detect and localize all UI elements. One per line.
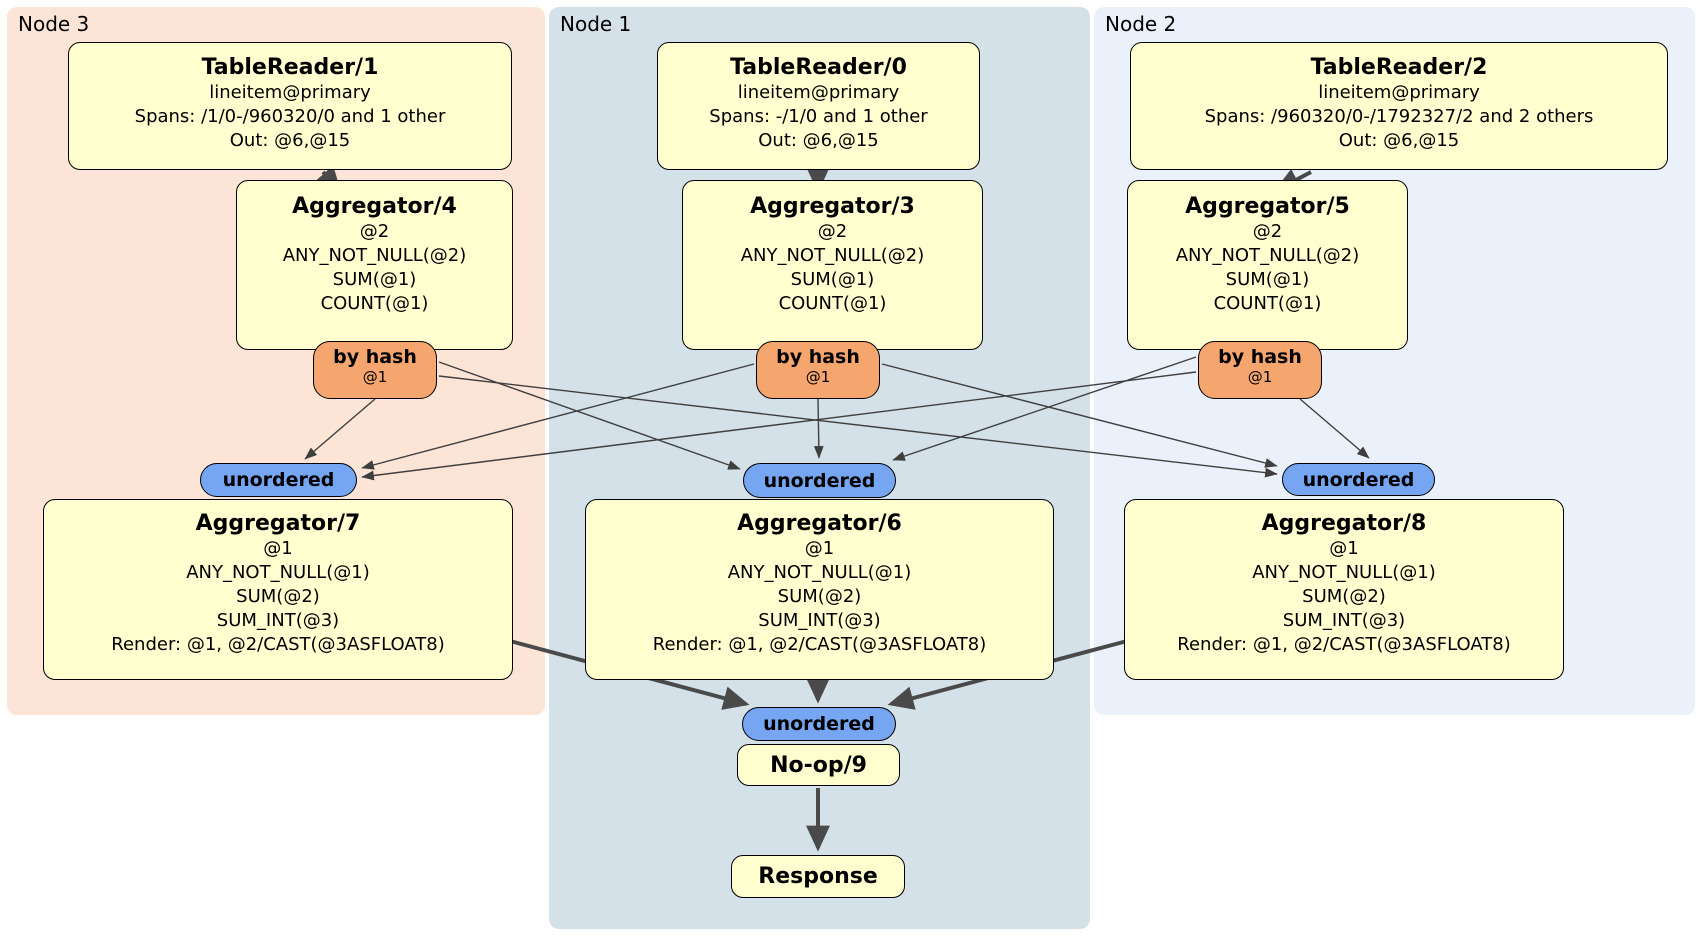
processor-detail: Render: @1, @2/CAST(@3ASFLOAT8) <box>111 634 445 655</box>
processor-detail: ANY_NOT_NULL(@1) <box>1252 562 1436 583</box>
edge-hash3-u3 <box>304 398 376 460</box>
processor-detail: SUM_INT(@3) <box>1282 610 1406 631</box>
unordered-sync-node3: unordered <box>200 463 357 497</box>
hash-router-key: @1 <box>805 368 831 386</box>
hash-route-edges <box>304 356 1370 481</box>
processor-title: Aggregator/3 <box>750 194 915 219</box>
processor-detail: Spans: -/1/0 and 1 other <box>709 106 928 127</box>
processor-title: Aggregator/5 <box>1185 194 1350 219</box>
processor-title: TableReader/2 <box>1310 55 1488 80</box>
processor-title: Aggregator/7 <box>195 511 361 536</box>
edge-hash3-u1 <box>438 361 741 470</box>
processor-title: No-op/9 <box>770 752 867 778</box>
processor-title: TableReader/0 <box>730 55 907 80</box>
processor-detail: ANY_NOT_NULL(@2) <box>282 245 467 266</box>
processor-detail: SUM_INT(@3) <box>216 610 340 631</box>
processor-detail: @2 <box>817 221 848 242</box>
processor-detail: Out: @6,@15 <box>229 130 351 151</box>
processor-aggregator-7: Aggregator/7 @1 ANY_NOT_NULL(@1) SUM(@2)… <box>43 499 513 680</box>
processor-detail: @1 <box>263 538 293 559</box>
hash-router-node1: by hash @1 <box>756 341 880 399</box>
hash-router-key: @1 <box>1247 368 1273 386</box>
processor-detail: @1 <box>804 538 835 559</box>
processor-detail: Out: @6,@15 <box>758 130 879 151</box>
hash-router-node3: by hash @1 <box>313 341 437 399</box>
processor-detail: SUM(@2) <box>1302 586 1386 607</box>
processor-detail: COUNT(@1) <box>778 293 887 314</box>
processor-aggregator-3: Aggregator/3 @2 ANY_NOT_NULL(@2) SUM(@1)… <box>682 180 983 350</box>
processor-title: Aggregator/4 <box>292 194 457 219</box>
unordered-sync-final: unordered <box>742 707 896 741</box>
processor-detail: SUM(@1) <box>790 269 875 290</box>
processor-aggregator-6: Aggregator/6 @1 ANY_NOT_NULL(@1) SUM(@2)… <box>585 499 1054 680</box>
processor-detail: @1 <box>1329 538 1359 559</box>
processor-tablereader-0: TableReader/0 lineitem@primary Spans: -/… <box>657 42 980 170</box>
processor-detail: lineitem@primary <box>737 82 900 103</box>
processor-detail: Spans: /1/0-/960320/0 and 1 other <box>134 106 446 127</box>
processor-noop-9: No-op/9 <box>737 744 900 786</box>
processor-detail: COUNT(@1) <box>1213 293 1322 314</box>
processor-detail: lineitem@primary <box>1318 82 1480 103</box>
processor-detail: ANY_NOT_NULL(@2) <box>1175 245 1360 266</box>
edge-hash3-u2 <box>438 375 1278 478</box>
processor-aggregator-8: Aggregator/8 @1 ANY_NOT_NULL(@1) SUM(@2)… <box>1124 499 1564 680</box>
processor-detail: COUNT(@1) <box>320 293 429 314</box>
processor-detail: SUM(@2) <box>777 586 862 607</box>
edge-hash2-u2 <box>1299 398 1370 459</box>
edge-hash1-u3 <box>361 363 755 470</box>
processor-title: TableReader/1 <box>201 55 379 80</box>
edge-hash1-u2 <box>881 363 1278 468</box>
processor-title: Aggregator/8 <box>1261 511 1427 536</box>
processor-aggregator-5: Aggregator/5 @2 ANY_NOT_NULL(@2) SUM(@1)… <box>1127 180 1408 350</box>
hash-router-label: by hash <box>776 346 860 368</box>
edge-hash1-u1 <box>813 398 824 459</box>
processor-detail: @2 <box>1252 221 1283 242</box>
processor-detail: Out: @6,@15 <box>1338 130 1460 151</box>
hash-router-label: by hash <box>1218 346 1302 368</box>
processor-detail: SUM(@1) <box>332 269 417 290</box>
edge-hash2-u3 <box>361 371 1197 481</box>
region-node1-label: Node 1 <box>560 12 632 36</box>
processor-tablereader-2: TableReader/2 lineitem@primary Spans: /9… <box>1130 42 1668 170</box>
unordered-sync-node2: unordered <box>1282 463 1435 496</box>
hash-router-key: @1 <box>362 368 388 386</box>
region-node3-label: Node 3 <box>18 12 90 36</box>
processor-title: Aggregator/6 <box>737 511 902 536</box>
processor-detail: ANY_NOT_NULL(@1) <box>186 562 370 583</box>
processor-detail: Render: @1, @2/CAST(@3ASFLOAT8) <box>1177 634 1511 655</box>
processor-detail: lineitem@primary <box>209 82 371 103</box>
processor-tablereader-1: TableReader/1 lineitem@primary Spans: /1… <box>68 42 512 170</box>
processor-detail: ANY_NOT_NULL(@2) <box>740 245 925 266</box>
processor-detail: Spans: /960320/0-/1792327/2 and 2 others <box>1204 106 1594 127</box>
processor-detail: Render: @1, @2/CAST(@3ASFLOAT8) <box>652 634 987 655</box>
processor-detail: ANY_NOT_NULL(@1) <box>727 562 912 583</box>
processor-detail: SUM(@2) <box>236 586 320 607</box>
edge-hash2-u1 <box>892 356 1197 461</box>
processor-detail: SUM_INT(@3) <box>758 610 881 631</box>
unordered-sync-node1: unordered <box>743 463 896 498</box>
processor-aggregator-4: Aggregator/4 @2 ANY_NOT_NULL(@2) SUM(@1)… <box>236 180 513 350</box>
hash-router-node2: by hash @1 <box>1198 341 1322 399</box>
processor-detail: SUM(@1) <box>1225 269 1310 290</box>
response-title: Response <box>758 864 878 889</box>
region-node2-label: Node 2 <box>1105 12 1177 36</box>
response-box: Response <box>731 855 905 898</box>
processor-detail: @2 <box>359 221 390 242</box>
hash-router-label: by hash <box>333 346 417 368</box>
